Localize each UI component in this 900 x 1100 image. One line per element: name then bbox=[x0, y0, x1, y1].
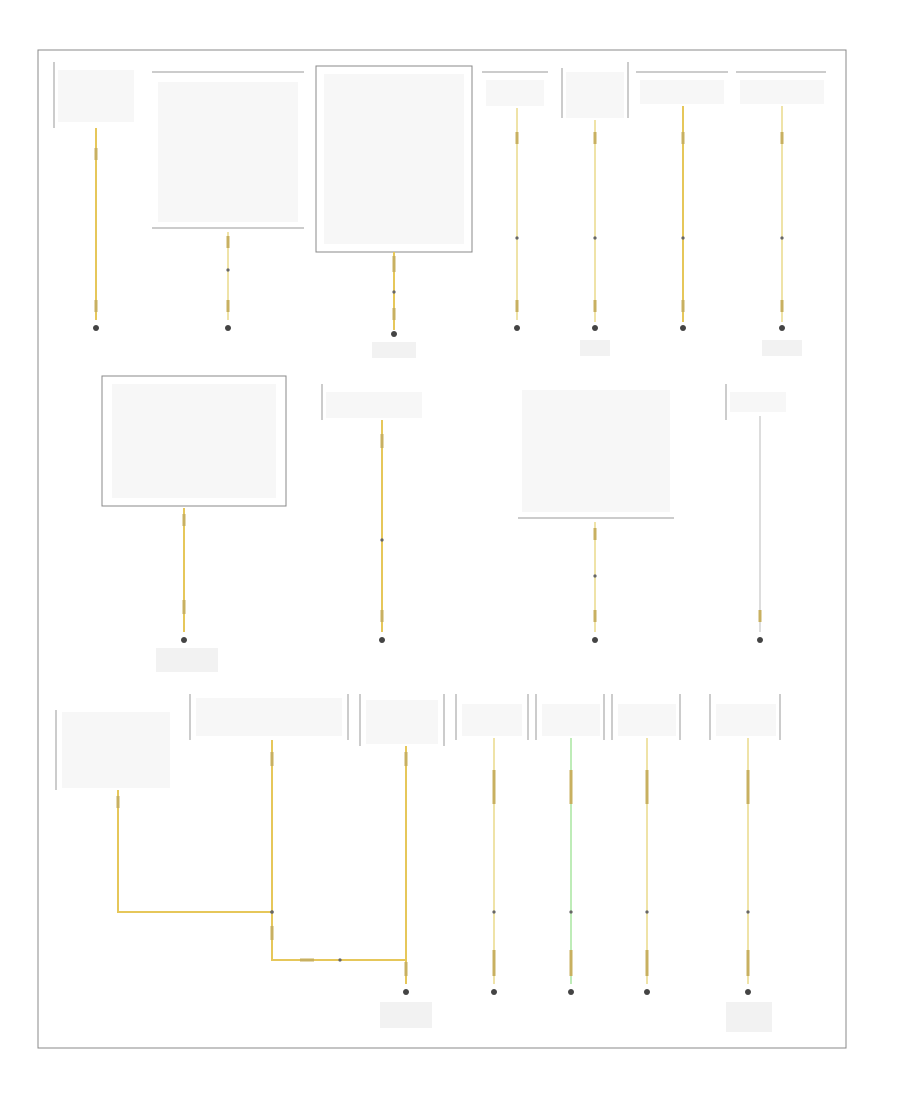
component-label-6 bbox=[640, 80, 724, 104]
ground-label-g5 bbox=[580, 340, 610, 356]
component-label-4 bbox=[486, 80, 544, 106]
component-label-15 bbox=[462, 704, 522, 736]
ground-point bbox=[779, 325, 785, 331]
ground-point bbox=[745, 989, 751, 995]
wires-row-2 bbox=[156, 416, 763, 672]
diagram-frame bbox=[37, 49, 847, 1049]
component-box-8 bbox=[101, 375, 287, 507]
component-label-11 bbox=[730, 392, 786, 412]
ground-label-g3 bbox=[372, 342, 416, 358]
ground-point bbox=[225, 325, 231, 331]
component-label-13 bbox=[196, 698, 342, 736]
ground-point bbox=[592, 325, 598, 331]
ground-point bbox=[568, 989, 574, 995]
ground-point bbox=[514, 325, 520, 331]
ground-point bbox=[491, 989, 497, 995]
component-label-16 bbox=[542, 704, 600, 736]
component-label-5 bbox=[566, 72, 624, 118]
wires-row-1 bbox=[94, 106, 784, 330]
component-label-12 bbox=[62, 712, 170, 788]
ground-point bbox=[379, 637, 385, 643]
component-label-7 bbox=[740, 80, 824, 104]
component-label-17 bbox=[618, 704, 676, 736]
ground-point bbox=[592, 637, 598, 643]
component-label-10 bbox=[522, 390, 670, 512]
ground-label-g13 bbox=[380, 1002, 432, 1028]
ground-point bbox=[757, 637, 763, 643]
ground-label-g7 bbox=[762, 340, 802, 356]
ground-point bbox=[644, 989, 650, 995]
component-label-9 bbox=[326, 392, 422, 418]
component-label-1 bbox=[58, 70, 134, 122]
ground-point bbox=[680, 325, 686, 331]
ground-point bbox=[403, 989, 409, 995]
ground-point bbox=[93, 325, 99, 331]
component-row-2 bbox=[101, 375, 786, 519]
ground-label-g17 bbox=[726, 1002, 772, 1032]
component-row-3 bbox=[55, 694, 781, 790]
wires-row-3 bbox=[116, 738, 772, 1032]
ground-point bbox=[391, 331, 397, 337]
ground-point bbox=[181, 637, 187, 643]
component-row-1 bbox=[53, 62, 826, 253]
component-label-2 bbox=[158, 82, 298, 222]
ground-label-g8 bbox=[156, 648, 218, 672]
component-label-18 bbox=[716, 704, 776, 736]
grounds-row-1 bbox=[93, 325, 802, 358]
component-label-14 bbox=[366, 700, 438, 744]
